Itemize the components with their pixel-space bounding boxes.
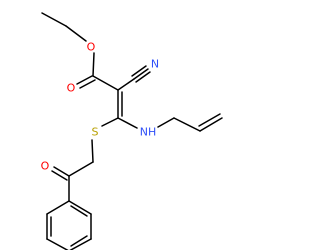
ring-bond-3 bbox=[69, 238, 92, 250]
bond-beta-c-s bbox=[101, 117, 119, 127]
bond-ethyl-ch3-ch2 bbox=[41, 12, 67, 27]
ring-bond-6 bbox=[46, 200, 70, 215]
bond-ketone-double-2 bbox=[51, 170, 68, 181]
bond-ester-c-o-double-2 bbox=[79, 79, 96, 89]
bond-ch2-ch bbox=[173, 117, 201, 132]
background bbox=[0, 0, 250, 250]
atom-o-carbonyl-ester: O bbox=[67, 82, 76, 95]
bonds bbox=[41, 12, 223, 250]
bond-nh-ch2 bbox=[157, 117, 175, 128]
ring-bond-4 bbox=[46, 238, 69, 250]
bond-ch-ch2-double-2 bbox=[198, 113, 221, 127]
atom-o-ketone: O bbox=[41, 160, 50, 173]
bond-alpha-c-nitrile-c bbox=[117, 78, 135, 91]
bond-nitrile-triple-2 bbox=[131, 65, 147, 77]
atom-nh: NH bbox=[140, 126, 157, 139]
ring-bond-1 bbox=[68, 200, 92, 215]
bond-ethyl-ch2-o bbox=[65, 25, 87, 42]
atom-s: S bbox=[92, 126, 99, 139]
bond-ketone-double-1 bbox=[53, 166, 70, 177]
bond-ch-ch2-double-1 bbox=[199, 117, 223, 132]
ring-double-1 bbox=[70, 205, 88, 217]
molecule-structure: O O N S NH O bbox=[0, 0, 250, 250]
bond-ch2-ketone-c bbox=[68, 161, 94, 177]
bond-s-ch2 bbox=[91, 139, 94, 163]
ring-double-2 bbox=[70, 235, 88, 247]
bond-nitrile-triple-3 bbox=[135, 71, 151, 83]
bond-ester-c-o-double-1 bbox=[76, 75, 93, 85]
atom-n-nitrile: N bbox=[151, 58, 159, 71]
atom-labels: O O N S NH O bbox=[41, 41, 159, 173]
bond-o-carbonyl-c bbox=[92, 52, 95, 77]
bond-nitrile-triple-1 bbox=[133, 68, 149, 80]
bond-beta-c-nh bbox=[117, 117, 138, 129]
bond-ester-c-alpha-c bbox=[92, 75, 119, 91]
atom-o-ester: O bbox=[87, 41, 96, 54]
